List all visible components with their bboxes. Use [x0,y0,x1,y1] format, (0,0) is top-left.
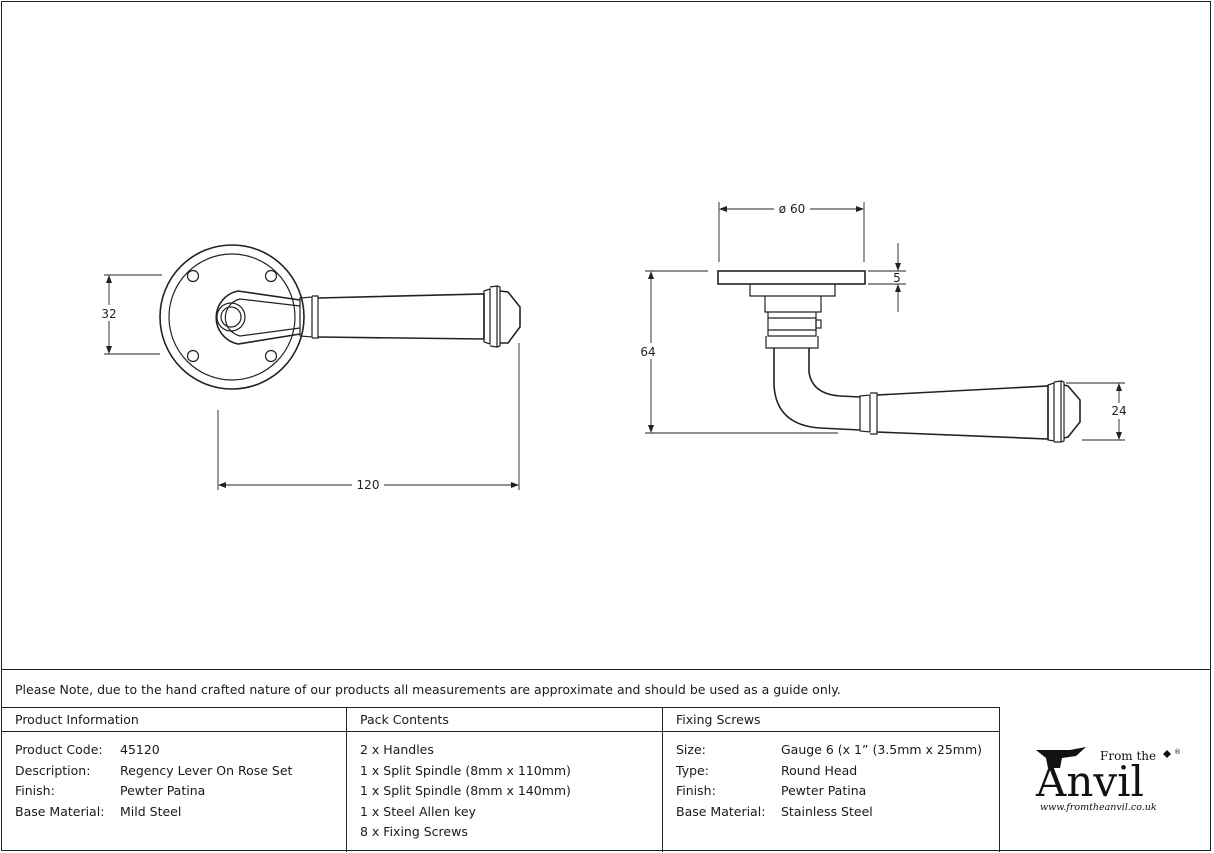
column-divider [999,707,1000,852]
product-info-label: Description: [15,763,91,778]
product-info-label: Product Code: [15,742,103,757]
product-info-value: 45120 [120,742,160,757]
dim-side-lever-height: 24 [1111,404,1126,418]
drawing-svg: 32 120 ø 60 5 64 24 [101,202,1127,492]
column-divider [346,707,347,852]
anvil-logo: From the ® Anvil www.fromtheanvil.co.uk [1035,747,1181,813]
screw-label: Base Material: [676,804,766,819]
screw-hole [186,269,200,283]
screw-hole [264,349,278,363]
divider [1,707,999,708]
pack-item: 8 x Fixing Screws [360,824,468,839]
rose-plate [717,270,866,285]
dim-front-width: 120 [357,478,380,492]
rose-outer [159,244,305,390]
dim-side-diameter: ø 60 [779,202,805,216]
anvil-icon [1036,747,1086,768]
product-info-value: Regency Lever On Rose Set [120,763,293,778]
column-divider [662,707,663,852]
screw-value: Gauge 6 (x 1” (3.5mm x 25mm) [781,742,983,757]
info-panel: Please Note, due to the hand crafted nat… [1,669,1211,852]
pack-item: 1 x Split Spindle (8mm x 140mm) [360,783,571,798]
front-view [159,244,521,390]
diamond-icon [1163,750,1171,758]
logo-brand: Anvil [1035,757,1144,806]
dim-front-height: 32 [101,307,116,321]
pack-item: 2 x Handles [360,742,434,757]
product-info-value: Pewter Patina [120,783,206,798]
screw-label: Type: [676,763,709,778]
rose-inner [168,253,296,381]
product-info-label: Base Material: [15,804,105,819]
screw-hole [264,269,278,283]
screw-label: Size: [676,742,706,757]
technical-drawing: 32 120 ø 60 5 64 24 [101,202,1127,492]
logo-url: www.fromtheanvil.co.uk [1040,802,1157,813]
dim-side-height: 64 [640,345,655,359]
screw-value: Pewter Patina [781,783,867,798]
divider [1,731,999,732]
pack-item: 1 x Steel Allen key [360,804,476,819]
screw-value: Round Head [781,763,858,778]
screw-value: Stainless Steel [781,804,873,819]
logo-from-the: From the [1100,749,1156,763]
pack-item: 1 x Split Spindle (8mm x 110mm) [360,763,571,778]
product-info-value: Mild Steel [120,804,182,819]
disclaimer-note: Please Note, due to the hand crafted nat… [15,682,841,697]
product-info-title: Product Information [15,712,139,727]
side-view [717,270,1081,443]
logo-registered: ® [1174,748,1181,756]
fixing-screws-title: Fixing Screws [676,712,761,727]
product-info-label: Finish: [15,783,55,798]
screw-label: Finish: [676,783,716,798]
screw-hole [186,349,200,363]
pack-contents-title: Pack Contents [360,712,449,727]
dim-side-thickness: 5 [893,271,901,285]
